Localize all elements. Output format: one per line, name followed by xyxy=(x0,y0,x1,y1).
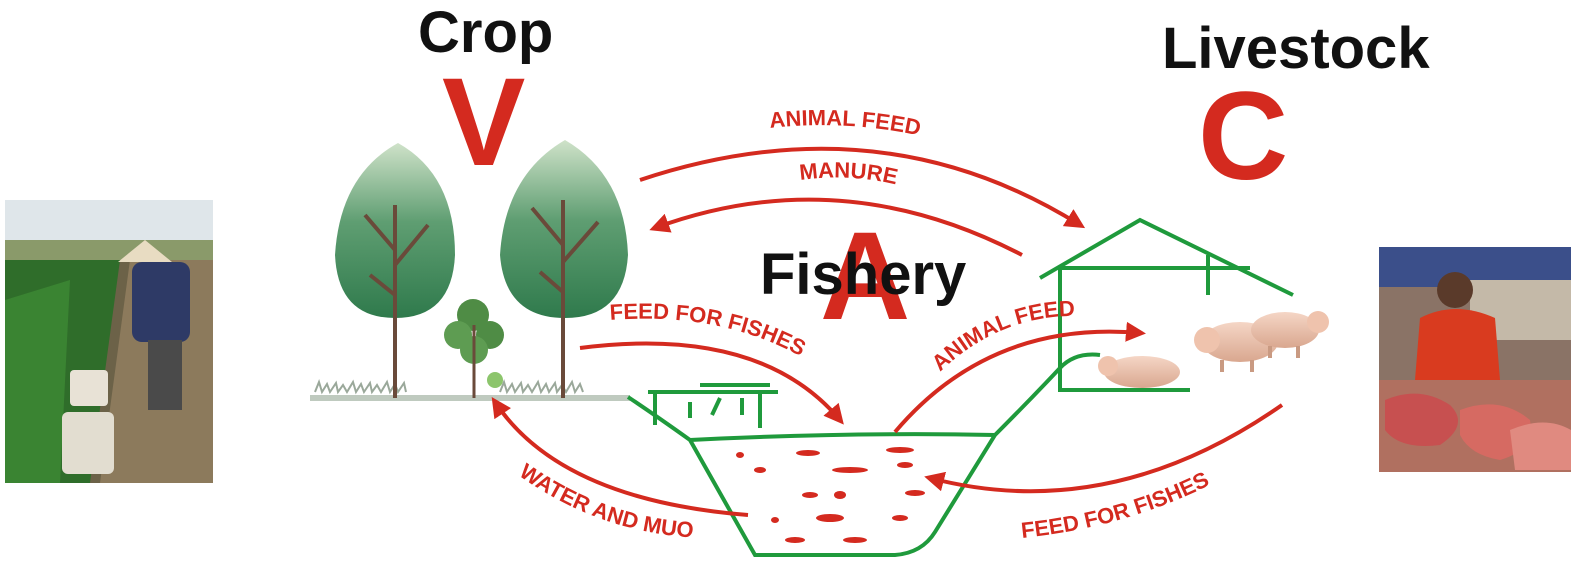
animal-feed-top-label: ANIMAL FEED xyxy=(768,105,923,140)
farmer-photo xyxy=(5,200,213,483)
arrow-water-muo xyxy=(495,402,748,515)
grass-ground xyxy=(310,382,630,398)
arrow-feed-fishes-right xyxy=(930,405,1282,491)
tree-icon-right xyxy=(500,140,628,398)
feed-for-fishes-right-label: FEED FOR FISHES xyxy=(1020,466,1213,542)
market-photo xyxy=(1379,247,1571,472)
manure-label: MANURE xyxy=(798,157,900,189)
tree-icon-left xyxy=(335,143,455,398)
feed-for-fishes-left-label: FEED FOR FISHES xyxy=(609,299,810,361)
fishery-heading: Fishery xyxy=(760,246,966,304)
arrow-animal-feed-pond xyxy=(895,332,1140,432)
sapling-icon xyxy=(444,299,504,398)
water-and-muo-label: WATER AND MUO xyxy=(515,459,694,543)
pig-icon xyxy=(1098,311,1329,388)
fish-dots xyxy=(736,447,925,543)
